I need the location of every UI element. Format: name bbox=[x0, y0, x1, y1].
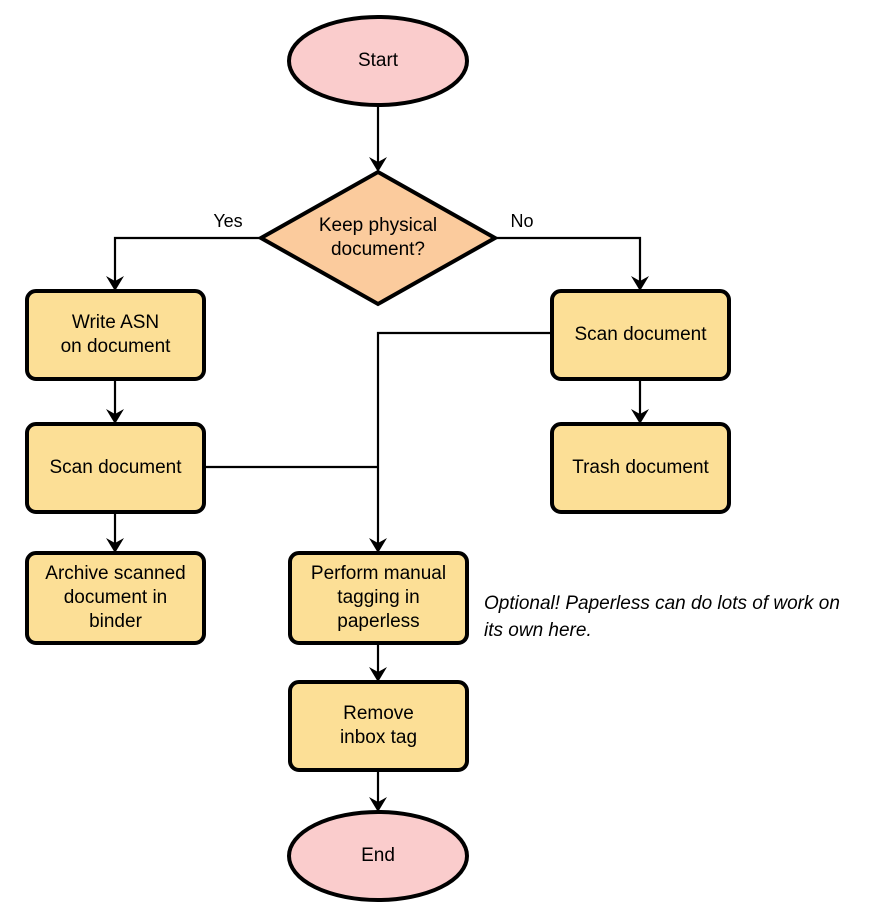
process-shape bbox=[25, 551, 206, 645]
edge-remove-inbox-tag-to-end bbox=[369, 770, 387, 812]
terminator-shape bbox=[287, 15, 469, 107]
edge-decision-no-to-scan-document-right: No bbox=[495, 211, 649, 291]
edge-tagging-to-remove-inbox-tag bbox=[369, 643, 387, 682]
arrowhead-icon bbox=[106, 538, 124, 553]
decision-shape bbox=[256, 169, 500, 307]
arrowhead-icon bbox=[369, 538, 387, 553]
edge-line bbox=[495, 236, 642, 287]
node-scan-document-left[interactable]: Scan document bbox=[25, 422, 206, 514]
edge-scan-document-left-to-archive bbox=[106, 512, 124, 553]
edge-line bbox=[376, 331, 552, 549]
node-label: Trash document bbox=[572, 457, 709, 478]
arrowhead-icon bbox=[369, 797, 387, 812]
edge-write-asn-to-scan-document-left bbox=[106, 379, 124, 424]
edge-scan-document-right-to-tagging bbox=[369, 331, 552, 553]
edge-start-to-decision bbox=[369, 105, 387, 172]
node-scan-document-right[interactable]: Scan document bbox=[550, 289, 731, 381]
node-trash-document[interactable]: Trash document bbox=[550, 422, 731, 514]
edge-decision-yes-to-write-asn: Yes bbox=[106, 211, 261, 291]
node-label: Scan document bbox=[574, 324, 707, 345]
annotations-layer: Optional! Paperless can do lots of work … bbox=[484, 593, 840, 641]
edge-scan-document-right-to-trash bbox=[631, 379, 649, 424]
node-label: Start bbox=[358, 50, 399, 71]
process-shape bbox=[550, 422, 731, 514]
process-shape bbox=[288, 680, 469, 772]
process-shape bbox=[288, 551, 469, 645]
arrowhead-icon bbox=[631, 276, 649, 291]
edge-line bbox=[113, 236, 261, 287]
arrowhead-icon bbox=[369, 667, 387, 682]
arrowhead-icon bbox=[106, 409, 124, 424]
node-start[interactable]: Start bbox=[287, 15, 469, 107]
node-label: Scan document bbox=[49, 457, 182, 478]
process-shape bbox=[25, 422, 206, 514]
process-shape bbox=[25, 289, 206, 381]
annotation-optional-note: Optional! Paperless can do lots of work … bbox=[484, 593, 840, 641]
edge-label: Yes bbox=[213, 211, 242, 231]
node-label: End bbox=[361, 845, 395, 866]
arrowhead-icon bbox=[106, 276, 124, 291]
node-end[interactable]: End bbox=[287, 810, 469, 902]
terminator-shape bbox=[287, 810, 469, 902]
arrowhead-icon bbox=[369, 157, 387, 172]
process-shape bbox=[550, 289, 731, 381]
edges-layer: Yes No bbox=[106, 105, 649, 812]
arrowhead-icon bbox=[631, 409, 649, 424]
edge-label: No bbox=[510, 211, 533, 231]
